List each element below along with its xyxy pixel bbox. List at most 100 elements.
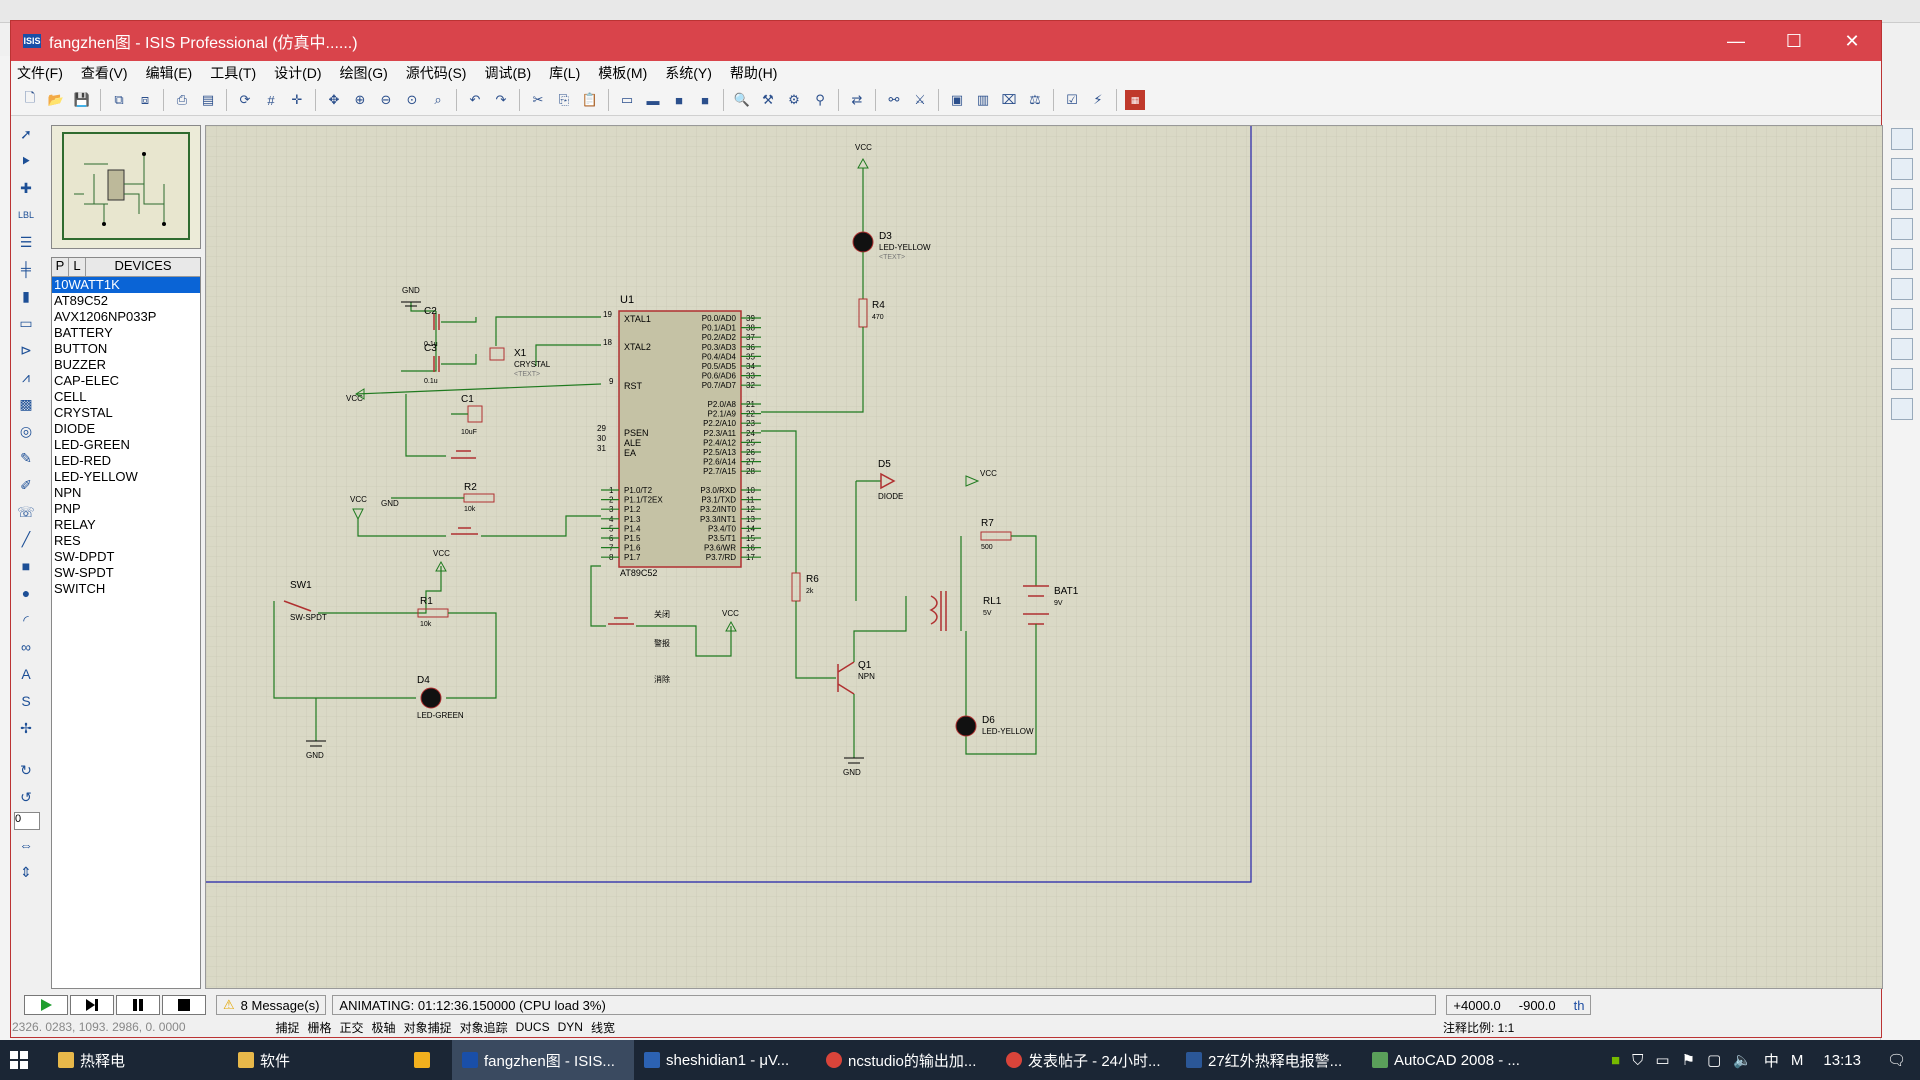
- bg-tool-icon[interactable]: [1891, 248, 1913, 270]
- bg-tool-icon[interactable]: [1891, 188, 1913, 210]
- bg-tool-icon[interactable]: [1891, 308, 1913, 330]
- switch-sw1[interactable]: [283, 600, 312, 612]
- origin-icon[interactable]: ✛: [291, 92, 303, 107]
- play-button[interactable]: [24, 995, 68, 1015]
- menu-system[interactable]: 系统(Y): [665, 65, 712, 81]
- messages-indicator[interactable]: ⚠8 Message(s): [216, 995, 327, 1015]
- selection-mode-icon[interactable]: ➚: [20, 125, 32, 142]
- save-icon[interactable]: 💾: [73, 92, 91, 107]
- overview-window[interactable]: [51, 125, 201, 249]
- taskbar-item-isis[interactable]: fangzhen图 - ISIS...: [452, 1040, 634, 1080]
- open-folder-icon[interactable]: 📂: [47, 92, 65, 107]
- crystal-x1[interactable]: [489, 347, 505, 361]
- zoom-area-icon[interactable]: ⌕: [434, 92, 442, 107]
- device-item[interactable]: BUTTON: [54, 341, 108, 356]
- box-icon[interactable]: ■: [21, 558, 31, 574]
- taskbar-item-word[interactable]: 27红外热释电报警...: [1176, 1040, 1362, 1080]
- taskbar-item-folder-reshidian[interactable]: 热释电: [48, 1040, 228, 1080]
- device-item[interactable]: NPN: [54, 485, 82, 500]
- redo-icon[interactable]: ↷: [495, 92, 507, 107]
- taskbar-item-folder-software[interactable]: 软件: [228, 1040, 404, 1080]
- bg-tool-icon[interactable]: [1891, 368, 1913, 390]
- pick-device-tab[interactable]: P: [52, 258, 69, 276]
- lineweight-toggle[interactable]: 线宽: [590, 1020, 615, 1035]
- device-item[interactable]: CAP-ELEC: [54, 373, 120, 388]
- rotate-ccw-icon[interactable]: ↺: [20, 788, 32, 805]
- device-item[interactable]: SW-SPDT: [54, 565, 114, 580]
- polar-toggle[interactable]: 极轴: [371, 1020, 396, 1035]
- start-button[interactable]: [0, 1040, 48, 1080]
- bg-tool-icon[interactable]: [1891, 338, 1913, 360]
- minimize-button[interactable]: —: [1727, 30, 1745, 51]
- new-file-icon[interactable]: 🗋: [24, 90, 36, 105]
- tape-recorder-icon[interactable]: ▩: [19, 395, 33, 412]
- terminals-icon[interactable]: ▭: [19, 314, 33, 331]
- osnap-toggle[interactable]: 对象捕捉: [403, 1020, 452, 1035]
- bg-tool-icon[interactable]: [1891, 158, 1913, 180]
- print-area-icon[interactable]: ▤: [201, 92, 215, 107]
- led-d4[interactable]: [420, 687, 442, 709]
- bus-icon[interactable]: ╪: [21, 261, 31, 277]
- paste-icon[interactable]: 📋: [581, 92, 599, 107]
- device-item[interactable]: DIODE: [54, 421, 96, 436]
- packaging-icon[interactable]: ⚙: [788, 92, 800, 107]
- zoom-out-icon[interactable]: ⊖: [380, 92, 392, 107]
- battery-bat1[interactable]: [1023, 585, 1049, 625]
- undo-icon[interactable]: ↶: [469, 92, 481, 107]
- block-copy-icon[interactable]: ▭: [620, 92, 634, 107]
- bg-tool-icon[interactable]: [1891, 398, 1913, 420]
- netlist-icon[interactable]: ⚡: [1093, 92, 1103, 107]
- pick-device-icon[interactable]: 🔍: [733, 92, 751, 107]
- device-item[interactable]: AT89C52: [54, 293, 108, 308]
- flag-icon[interactable]: ⚑: [1681, 1052, 1696, 1069]
- schematic-svg[interactable]: U1AT89C52XTAL1XTAL2RSTPSENALEEA191892930…: [206, 126, 1882, 988]
- stop-button[interactable]: [162, 995, 206, 1015]
- text-script-icon[interactable]: ☰: [19, 233, 33, 250]
- graph-icon[interactable]: ⩘: [22, 368, 30, 385]
- menu-help[interactable]: 帮助(H): [729, 65, 778, 81]
- title-bar[interactable]: ISIS fangzhen图 - ISIS Professional (仿真中.…: [11, 21, 1881, 61]
- monitor-icon[interactable]: ▢: [1707, 1052, 1722, 1069]
- zoom-in-icon[interactable]: ⊕: [354, 92, 366, 107]
- otrack-toggle[interactable]: 对象追踪: [459, 1020, 508, 1035]
- capacitor-c2[interactable]: [433, 314, 440, 330]
- import-icon[interactable]: ⧉: [114, 92, 124, 107]
- device-item[interactable]: SW-DPDT: [54, 549, 115, 564]
- device-item[interactable]: BATTERY: [54, 325, 113, 340]
- export-icon[interactable]: ⧈: [140, 92, 150, 107]
- pan-icon[interactable]: ✥: [328, 92, 340, 107]
- device-item[interactable]: 10WATT1K: [52, 277, 200, 293]
- device-item[interactable]: RES: [54, 533, 81, 548]
- menu-template[interactable]: 模板(M): [598, 65, 648, 81]
- ime-mode[interactable]: M: [1790, 1051, 1804, 1069]
- block-rotate-icon[interactable]: ■: [675, 92, 683, 108]
- led-d6[interactable]: [955, 715, 977, 737]
- device-item[interactable]: CELL: [54, 389, 87, 404]
- device-item[interactable]: CRYSTAL: [54, 405, 113, 420]
- menu-view[interactable]: 查看(V): [80, 65, 128, 81]
- device-pins-icon[interactable]: ⊳: [20, 341, 32, 358]
- ducs-toggle[interactable]: DUCS: [515, 1020, 550, 1034]
- volume-icon[interactable]: 🔈: [1733, 1052, 1752, 1069]
- mirror-vertical-icon[interactable]: ⇕: [20, 863, 32, 880]
- reset-button[interactable]: [451, 450, 476, 459]
- taskbar-item-chrome-2[interactable]: 发表帖子 - 24小时...: [996, 1040, 1176, 1080]
- line-icon[interactable]: ╱: [21, 530, 31, 547]
- close-button[interactable]: ✕: [1844, 30, 1860, 51]
- ortho-toggle[interactable]: 正交: [339, 1020, 364, 1035]
- library-tab[interactable]: L: [69, 258, 86, 276]
- arc-icon[interactable]: ◜: [23, 611, 29, 628]
- menu-file[interactable]: 文件(F): [17, 65, 63, 81]
- taskbar-item-autocad[interactable]: AutoCAD 2008 - ...: [1362, 1040, 1542, 1080]
- transistor-q1[interactable]: [837, 661, 855, 695]
- menu-design[interactable]: 设计(D): [274, 65, 322, 81]
- wire-label-icon[interactable]: LBL: [17, 210, 34, 220]
- rotation-angle-field[interactable]: 0: [14, 812, 40, 830]
- path-icon[interactable]: ∞: [21, 639, 31, 655]
- refresh-icon[interactable]: ⟳: [239, 92, 251, 107]
- view-bom-icon[interactable]: ⚖: [1029, 92, 1041, 107]
- print-icon[interactable]: ⎙: [176, 92, 188, 107]
- new-sheet-icon[interactable]: ▣: [950, 92, 964, 107]
- device-item[interactable]: PNP: [54, 501, 81, 516]
